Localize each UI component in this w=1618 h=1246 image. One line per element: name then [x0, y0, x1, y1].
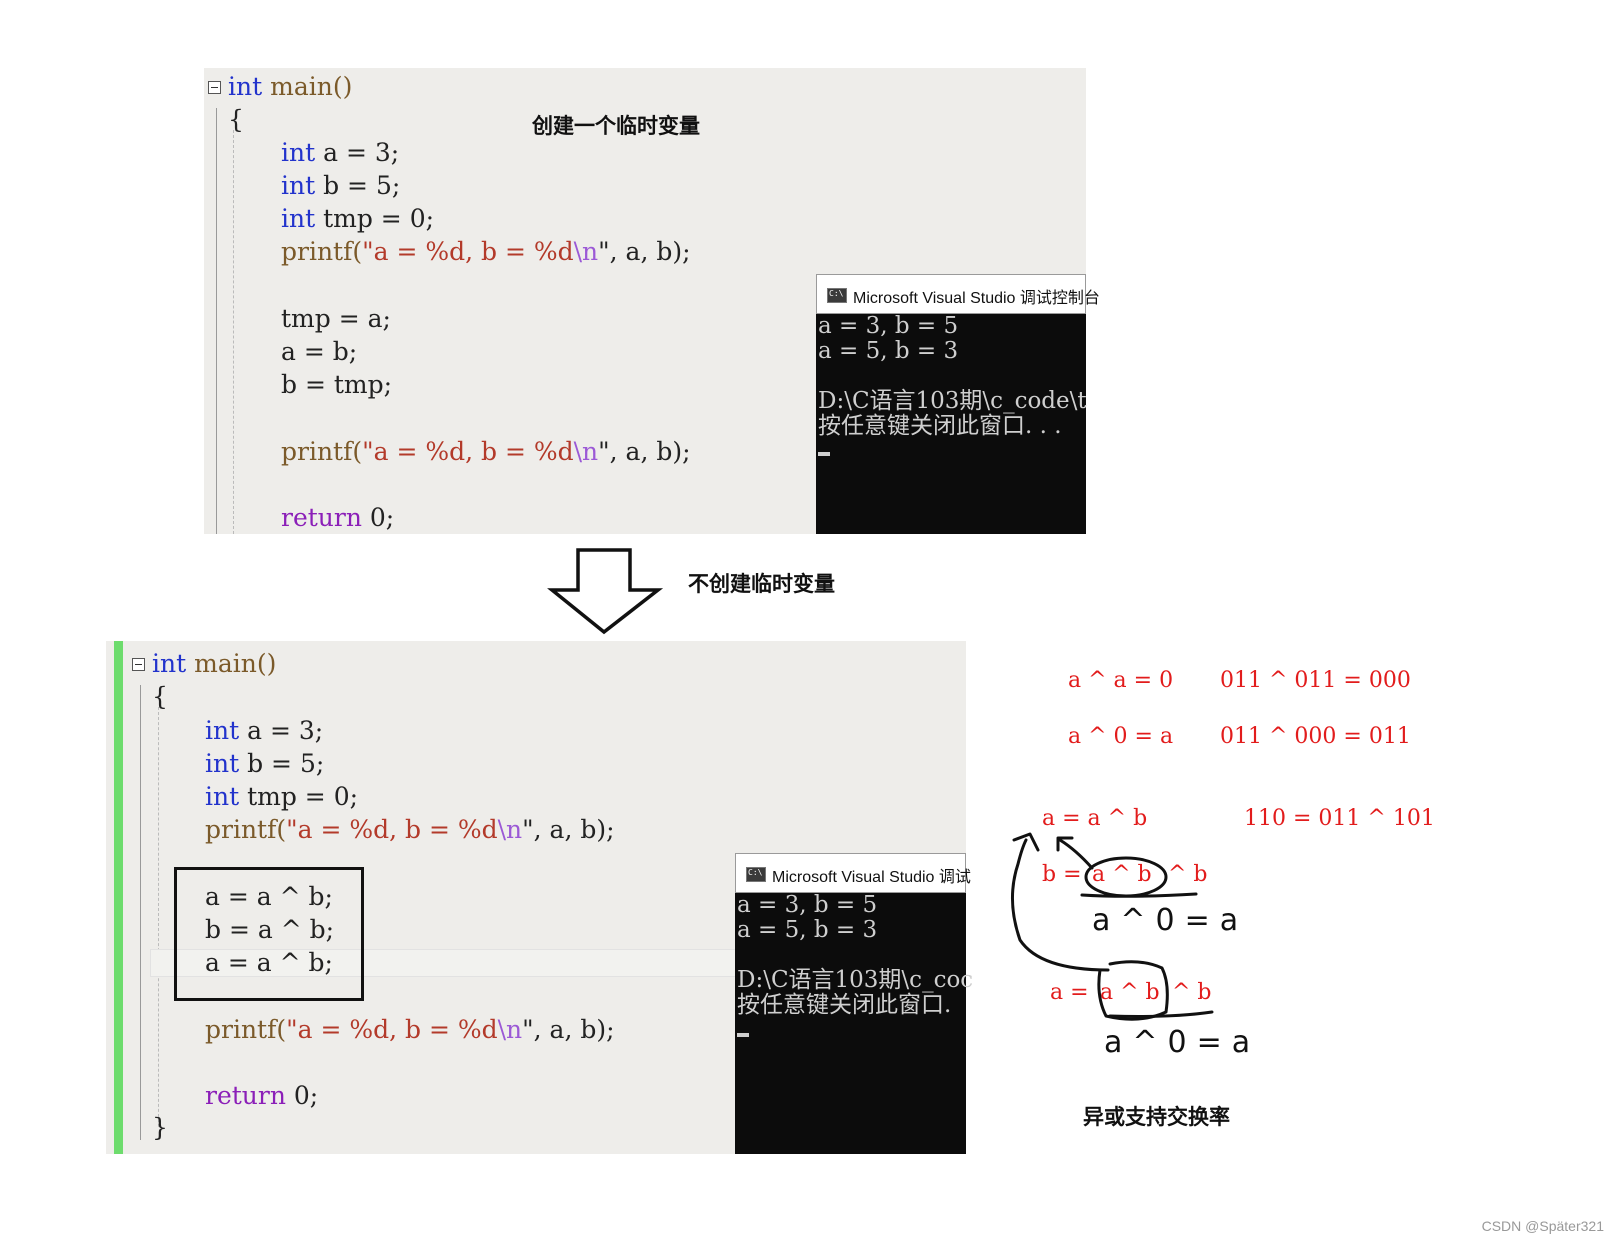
caption-xor-commutative: 异或支持交换率 [1083, 1104, 1230, 1129]
code-line-main: int main() [228, 72, 353, 101]
indent-guide [158, 707, 159, 1127]
current-line-highlight [150, 949, 738, 977]
annotation-create-temp: 创建一个临时变量 [532, 113, 700, 138]
note-xor-self: a ^ a = 0 [1068, 668, 1174, 693]
console-cursor [818, 452, 830, 456]
note-step1-binary: 110 = 011 ^ 101 [1244, 806, 1435, 831]
console-app-icon [746, 867, 766, 882]
debug-console-window[interactable]: Microsoft Visual Studio 调试控制台 a = 3, b =… [816, 274, 1100, 534]
code-line-return: return 0; [281, 503, 395, 532]
down-arrow-icon [547, 548, 664, 635]
code-line-brace: { [152, 682, 168, 711]
code-line: b = tmp; [281, 370, 393, 399]
code-line: a = b; [281, 337, 358, 366]
note-step3-lhs: a = [1050, 980, 1089, 1005]
code-line-brace: } [152, 1113, 168, 1142]
handwritten-a-xor-0-1: a^0=a [1092, 903, 1248, 938]
code-line-printf: printf("a = %d, b = %d\n", a, b); [205, 815, 615, 844]
code-line: int b = 5; [205, 749, 325, 778]
bottom-code-editor: int main() { int a = 3; int b = 5; int t… [106, 641, 973, 1154]
note-step2-lhs: b = [1042, 862, 1082, 887]
note-step3-tail: ^ b [1172, 980, 1212, 1005]
code-line-xor: b = a ^ b; [205, 915, 335, 944]
svg-text:a^0=a: a^0=a [1104, 1025, 1260, 1060]
console-cursor [737, 1033, 749, 1037]
debug-console-window[interactable]: Microsoft Visual Studio 调试 a = 3, b = 5a… [735, 853, 973, 1154]
code-line-printf: printf("a = %d, b = %d\n", a, b); [205, 1015, 615, 1044]
svg-text:a^0=a: a^0=a [1092, 903, 1248, 938]
xor-swap-highlight-box [174, 867, 364, 1001]
code-line-printf: printf("a = %d, b = %d\n", a, b); [281, 437, 691, 466]
note-step1: a = a ^ b [1042, 806, 1148, 831]
top-code-editor: int main() { 创建一个临时变量 int a = 3; int b =… [204, 68, 1100, 534]
handwritten-a-xor-0-2: a^0=a [1104, 1025, 1260, 1060]
console-title-bar[interactable]: Microsoft Visual Studio 调试控制台 [816, 274, 1100, 314]
change-bar [114, 641, 123, 1154]
note-step2-tail: ^ b [1168, 862, 1208, 887]
collapse-main-icon[interactable] [208, 81, 221, 94]
note-step3-circled: a ^ b [1100, 980, 1160, 1005]
code-line: int b = 5; [281, 171, 401, 200]
code-line-brace: { [228, 105, 244, 134]
console-app-icon [827, 288, 847, 303]
label-no-temp: 不创建临时变量 [688, 571, 835, 596]
code-line-main: int main() [152, 649, 277, 678]
note-step2-circled: a ^ b [1092, 862, 1152, 887]
indent-guide [140, 685, 141, 1140]
code-line: int a = 3; [281, 138, 400, 167]
collapse-main-icon[interactable] [132, 658, 145, 671]
console-title-bar[interactable]: Microsoft Visual Studio 调试 [735, 853, 971, 893]
code-line: int tmp = 0; [205, 782, 359, 811]
watermark: CSDN @Später321 [1481, 1218, 1604, 1234]
note-xor-zero: a ^ 0 = a [1068, 724, 1174, 749]
code-line-xor: a = a ^ b; [205, 948, 333, 977]
code-line-xor: a = a ^ b; [205, 882, 333, 911]
code-line-printf: printf("a = %d, b = %d\n", a, b); [281, 237, 691, 266]
handwritten-sketch: a^0=a a^0=a [1010, 832, 1260, 1060]
console-title: Microsoft Visual Studio 调试 [772, 869, 971, 886]
code-line: tmp = a; [281, 304, 391, 333]
note-xor-self-binary: 011 ^ 011 = 000 [1220, 668, 1411, 693]
console-title: Microsoft Visual Studio 调试控制台 [853, 290, 1100, 307]
code-line-return: return 0; [205, 1081, 319, 1110]
indent-guide [216, 108, 217, 534]
note-xor-zero-binary: 011 ^ 000 = 011 [1220, 724, 1411, 749]
code-line: int a = 3; [205, 716, 324, 745]
indent-guide [233, 130, 234, 534]
code-line: int tmp = 0; [281, 204, 435, 233]
